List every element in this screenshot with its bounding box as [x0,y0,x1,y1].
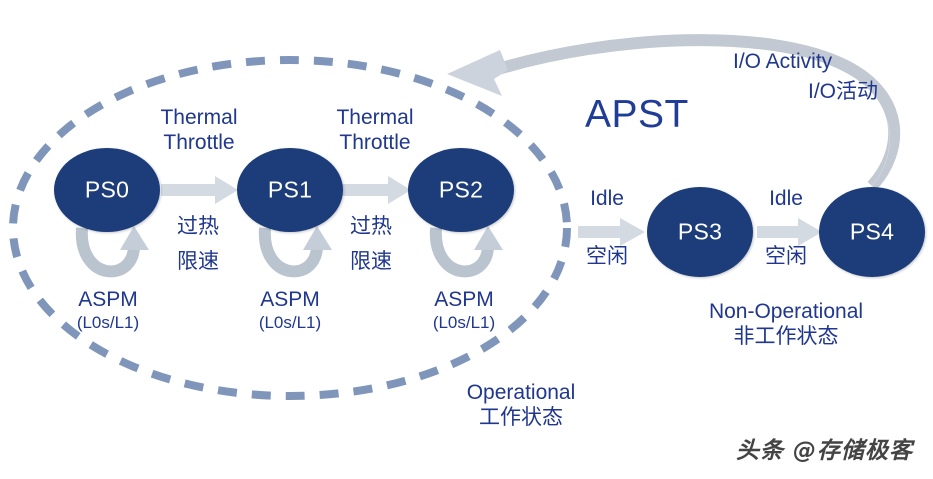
self-loop-label-aspm-3: ASPM [434,288,494,311]
self-loop-sublabel-aspm-3: (L0s/L1) [432,313,496,332]
transition-label-idle-2-cn: 空闲 [765,245,807,268]
self-loop-sublabel-aspm-1: (L0s/L1) [76,313,140,332]
state-circle-ps1[interactable] [237,148,343,232]
io-activity-label-en: I/O Activity [733,50,833,73]
io-activity-curve [447,34,901,191]
state-label-ps3: PS3 [677,218,723,245]
self-loop-ps2 [429,226,503,278]
operational-group-label-cn: 工作状态 [479,406,563,429]
transition-label-thermal-2-cn-line2: 限速 [350,250,392,273]
transition-label-idle-1-en: Idle [590,187,624,210]
transition-label-thermal-1-en-line1: Thermal [160,106,238,129]
self-loop-ps1 [258,226,332,278]
state-label-ps4: PS4 [849,218,895,245]
operational-group-label-en: Operational [466,381,576,404]
state-label-ps0: PS0 [84,176,130,203]
transition-label-thermal-2-en-line2: Throttle [339,131,411,154]
state-circle-ps2[interactable] [408,148,514,232]
self-loop-sublabel-aspm-2: (L0s/L1) [258,313,322,332]
apst-title: APST [585,93,689,136]
self-loop-ps0 [75,226,149,278]
transition-label-idle-2-en: Idle [769,187,803,210]
self-loop-label-aspm-1: ASPM [78,288,138,311]
state-circle-ps3[interactable] [647,187,753,277]
transition-label-thermal-2-en-line1: Thermal [336,106,414,129]
transition-label-idle-1-cn: 空闲 [586,245,628,268]
state-label-ps1: PS1 [267,176,313,203]
transition-label-thermal-1-cn-line2: 限速 [177,250,219,273]
io-activity-label-cn: I/O活动 [808,80,879,103]
transition-arrow-ps0-ps1 [161,176,238,204]
transition-arrow-ps1-ps2 [342,176,411,204]
state-circle-ps0[interactable] [54,148,160,232]
transition-label-thermal-1-cn-line1: 过热 [177,215,219,238]
nonoperational-group-label-en: Non-Operational [708,300,864,323]
transition-label-thermal-1-en-line2: Throttle [163,131,235,154]
transition-label-thermal-2-cn-line1: 过热 [350,215,392,238]
watermark: 头条 @存储极客 [735,438,913,464]
state-circle-ps4[interactable] [819,187,925,277]
self-loop-label-aspm-2: ASPM [260,288,320,311]
state-label-ps2: PS2 [438,176,484,203]
operational-boundary-ellipse [9,56,571,400]
nonoperational-group-label-cn: 非工作状态 [733,325,839,348]
transition-arrow-ps2-ps3 [578,218,645,246]
transition-arrow-ps3-ps4 [757,218,822,246]
